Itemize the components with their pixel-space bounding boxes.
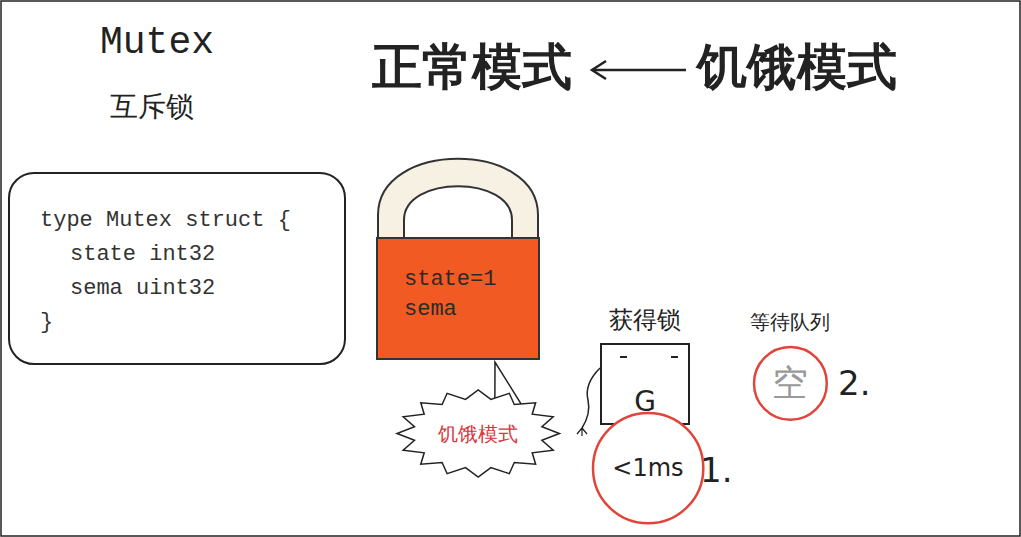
starburst-callout: 饥饿模式 <box>395 388 561 479</box>
goroutine-eye <box>671 356 678 358</box>
goroutine-tail <box>582 368 600 428</box>
circle-outline-path <box>593 413 703 523</box>
mode-name: 正常模式 <box>372 40 572 95</box>
callout-text: 饥饿模式 <box>438 421 518 447</box>
lock-body: state=1sema <box>376 237 540 360</box>
title-word: Mutex <box>100 22 214 64</box>
field-name: sema <box>404 295 457 325</box>
time-limit: <1ms <box>612 453 683 483</box>
callout-number: 2. <box>838 365 870 402</box>
lock-shackle <box>378 159 538 240</box>
callout-number: 1. <box>700 452 732 489</box>
code-line: sema uint32 <box>70 272 215 306</box>
code-line: state int32 <box>70 238 215 272</box>
starburst-path <box>397 390 559 477</box>
field-value: state=1 <box>404 265 496 295</box>
mode-arrow-line <box>594 69 686 72</box>
code-line: } <box>40 306 53 340</box>
queue-state: 空 <box>772 363 808 403</box>
goroutine-tail-tip <box>577 428 587 436</box>
queue-circle: 等待队列空 <box>752 345 829 422</box>
box-heading: 获得锁 <box>609 305 681 335</box>
mode-name: 饥饿模式 <box>697 40 897 95</box>
goroutine-eye <box>620 356 627 358</box>
subtitle: 互斥锁 <box>110 92 194 123</box>
code-line: type Mutex struct { <box>40 204 291 238</box>
mode-arrow-head <box>592 61 606 79</box>
time-circle: <1ms <box>591 411 705 525</box>
code-box: type Mutex struct {state int32sema uint3… <box>8 172 346 365</box>
circle-outline-path <box>754 347 827 420</box>
queue-heading: 等待队列 <box>750 309 830 335</box>
